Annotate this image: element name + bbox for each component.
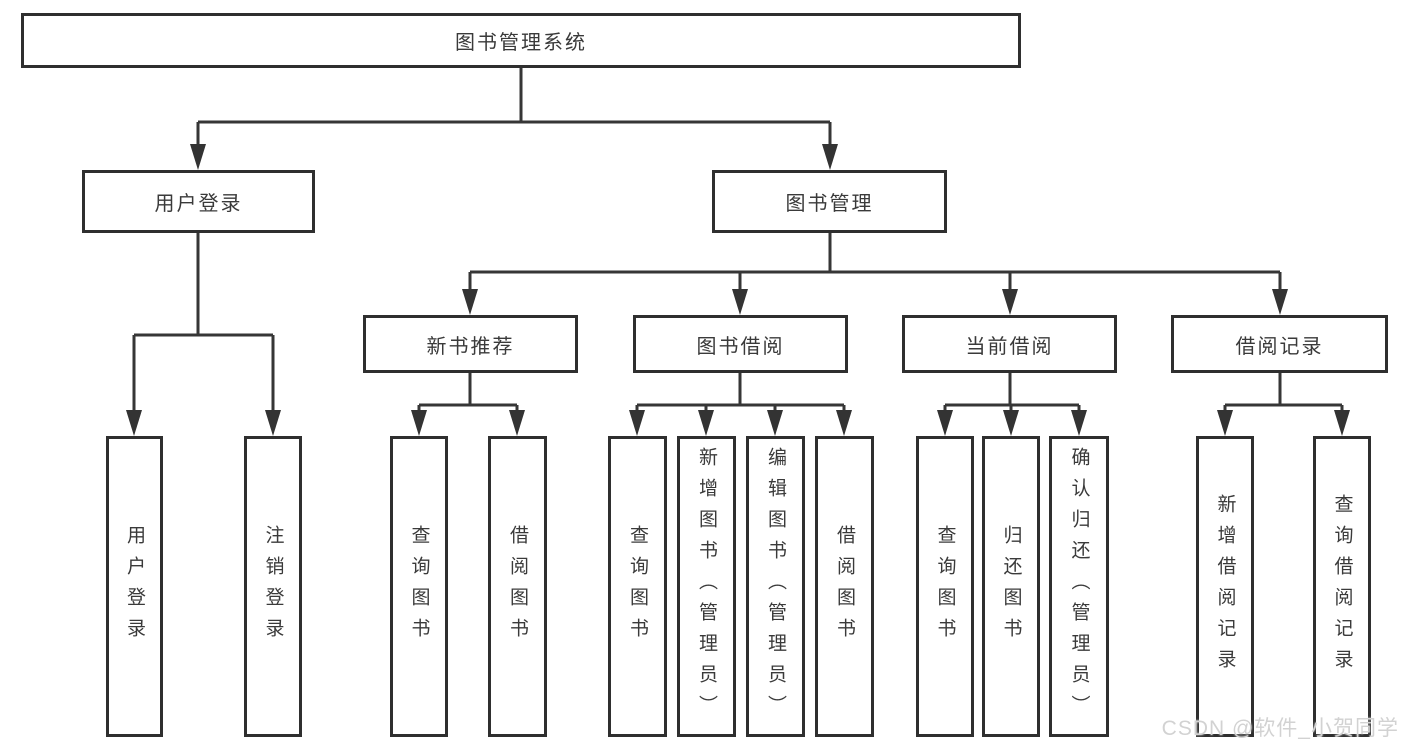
node-label: 查询图书 [934, 524, 956, 649]
arrowhead-query-borrow-record [1334, 410, 1350, 436]
node-user-login: 用户登录 [82, 170, 315, 233]
arrowhead-return-books [1003, 410, 1019, 436]
node-borrow-books-2: 借阅图书 [815, 436, 874, 737]
arrowhead-book-management [822, 144, 838, 170]
connector-book-management-children [468, 233, 1282, 293]
arrowhead-user-login [190, 144, 206, 170]
node-query-books-1: 查询图书 [390, 436, 448, 737]
node-label: 图书管理 [785, 193, 874, 215]
arrowhead-confirm-return-admin [1071, 410, 1087, 436]
node-label: 借阅图书 [507, 524, 528, 649]
node-add-borrow-record: 新增借阅记录 [1196, 436, 1254, 737]
arrowhead-query-books-3 [937, 410, 953, 436]
node-return-books: 归还图书 [982, 436, 1040, 737]
node-label: 查询图书 [627, 524, 648, 649]
node-label: 当前借阅 [965, 335, 1054, 358]
node-query-books-2: 查询图书 [608, 436, 667, 737]
node-query-borrow-record: 查询借阅记录 [1313, 436, 1371, 737]
node-book-borrow: 图书借阅 [633, 315, 848, 373]
node-library-system: 图书管理系统 [21, 13, 1021, 68]
node-label: 借阅图书 [834, 524, 855, 649]
arrowhead-borrow-books-2 [836, 410, 852, 436]
arrowhead-borrow-books-1 [509, 410, 525, 436]
node-label: 图书管理系统 [455, 32, 587, 54]
node-label: 新增借阅记录 [1214, 493, 1236, 680]
node-label: 查询图书 [408, 524, 430, 649]
node-edit-books-admin: 编辑图书（管理员） [746, 436, 805, 737]
arrowhead-add-borrow-record [1217, 410, 1233, 436]
node-book-management: 图书管理 [712, 170, 947, 233]
connector-current-borrow-children [943, 373, 1081, 412]
node-label: 编辑图书（管理员） [765, 447, 786, 726]
connector-book-borrow-children [635, 373, 846, 412]
connector-new-book-recommend-children [417, 373, 519, 412]
arrowhead-user-login-leaf [126, 410, 142, 436]
arrowhead-book-borrow [732, 289, 748, 315]
connector-borrow-records-children [1223, 373, 1344, 412]
node-confirm-return-admin: 确认归还（管理员） [1049, 436, 1109, 737]
arrowhead-current-borrow [1002, 289, 1018, 315]
node-label: 归还图书 [1000, 524, 1022, 649]
connector-user-login-children [132, 233, 275, 412]
arrowhead-query-books-2 [629, 410, 645, 436]
node-user-login-leaf: 用户登录 [106, 436, 163, 737]
node-borrow-books-1: 借阅图书 [488, 436, 547, 737]
node-label: 查询借阅记录 [1331, 493, 1353, 680]
arrowhead-query-books-1 [411, 410, 427, 436]
arrowhead-add-books-admin [698, 410, 714, 436]
arrowhead-logout-leaf [265, 410, 281, 436]
arrowhead-borrow-records [1272, 289, 1288, 315]
node-logout-leaf: 注销登录 [244, 436, 302, 737]
node-label: 注销登录 [262, 524, 284, 649]
node-label: 新书推荐 [426, 335, 515, 358]
node-label: 确认归还（管理员） [1068, 447, 1090, 726]
csdn-watermark: CSDN @软件_小贺同学 [1161, 717, 1399, 740]
node-new-book-recommend: 新书推荐 [363, 315, 578, 373]
node-label: 借阅记录 [1235, 335, 1324, 358]
node-label: 用户登录 [154, 193, 243, 215]
node-current-borrow: 当前借阅 [902, 315, 1117, 373]
node-borrow-records: 借阅记录 [1171, 315, 1388, 373]
node-label: 新增图书（管理员） [696, 447, 717, 726]
node-label: 图书借阅 [696, 335, 785, 358]
node-query-books-3: 查询图书 [916, 436, 974, 737]
arrowhead-new-book-recommend [462, 289, 478, 315]
connector-root-to-level2 [196, 68, 832, 146]
node-add-books-admin: 新增图书（管理员） [677, 436, 736, 737]
arrowhead-edit-books-admin [767, 410, 783, 436]
node-label: 用户登录 [124, 524, 145, 649]
